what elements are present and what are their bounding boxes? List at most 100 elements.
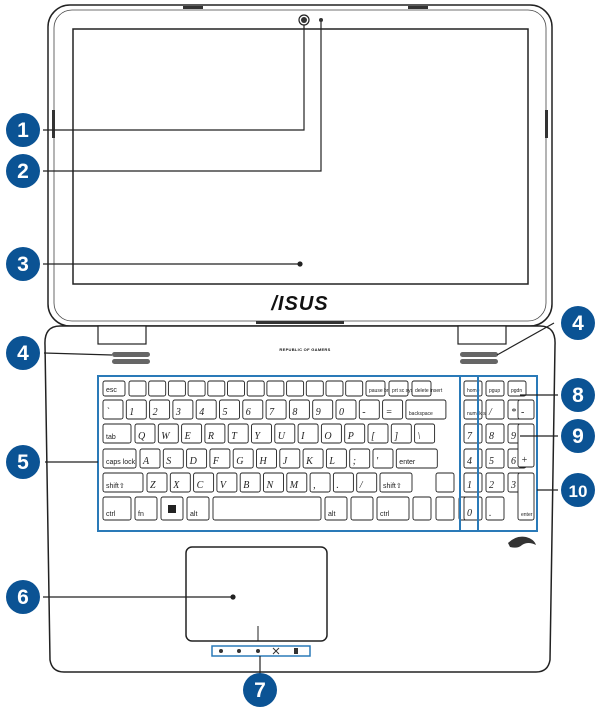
- key-esc[interactable]: esc: [102, 380, 126, 397]
- key-8[interactable]: 8: [288, 399, 310, 420]
- key-q[interactable]: Q: [134, 423, 156, 444]
- key-num-7-label: 7: [467, 431, 473, 442]
- key-prtsc[interactable]: prt sc sysrq: [388, 380, 418, 397]
- key-num-7[interactable]: 7: [463, 423, 483, 444]
- key-num-5[interactable]: 5: [485, 448, 505, 469]
- key-arrow-left[interactable]: [412, 496, 432, 521]
- key-d[interactable]: D: [186, 448, 208, 469]
- key-p[interactable]: P: [344, 423, 366, 444]
- key-z[interactable]: Z: [146, 472, 168, 493]
- key-shift-left[interactable]: shift⇧: [102, 472, 144, 493]
- key-caps-lock[interactable]: caps lock: [102, 448, 137, 469]
- key-f5[interactable]: [207, 380, 226, 397]
- key-2[interactable]: 2: [149, 399, 171, 420]
- key-num-2[interactable]: 2: [485, 472, 505, 493]
- key-y[interactable]: Y: [251, 423, 272, 444]
- key-1[interactable]: 1: [125, 399, 147, 420]
- key-ctrl-left-label: ctrl: [106, 511, 116, 518]
- key-num-minus[interactable]: -: [517, 399, 535, 420]
- key-n[interactable]: N: [263, 472, 284, 493]
- key-pause[interactable]: pause break: [365, 380, 397, 397]
- key-f11[interactable]: [325, 380, 344, 397]
- key-punct8[interactable]: .: [332, 472, 354, 493]
- key-f12[interactable]: [345, 380, 364, 397]
- key-s[interactable]: S: [162, 448, 184, 469]
- key-l[interactable]: L: [325, 448, 347, 469]
- key-i[interactable]: I: [297, 423, 319, 444]
- hinge-right: [457, 325, 507, 345]
- key-o[interactable]: O: [320, 423, 342, 444]
- key-f9[interactable]: [286, 380, 305, 397]
- key-home-label: home: [467, 388, 480, 394]
- key-6[interactable]: 6: [242, 399, 264, 420]
- key-a[interactable]: A: [139, 448, 161, 469]
- key-arrow-up[interactable]: [435, 472, 455, 493]
- key-7[interactable]: 7: [265, 399, 287, 420]
- key-5[interactable]: 5: [219, 399, 240, 420]
- key-f8[interactable]: [266, 380, 285, 397]
- key-pgup[interactable]: pgup: [485, 380, 505, 397]
- key-alt-right[interactable]: alt: [324, 496, 348, 521]
- key-t[interactable]: T: [227, 423, 249, 444]
- key-tab[interactable]: tab: [102, 423, 132, 444]
- key-num-slash[interactable]: /: [485, 399, 505, 420]
- key-num-8[interactable]: 8: [485, 423, 505, 444]
- key-4[interactable]: 4: [195, 399, 217, 420]
- key-f3[interactable]: [167, 380, 186, 397]
- key-punct10[interactable]: ': [372, 448, 394, 469]
- key-num-0[interactable]: 0: [463, 496, 483, 521]
- key-ctrl-right[interactable]: ctrl: [376, 496, 410, 521]
- key-home[interactable]: home: [463, 380, 483, 397]
- key-w[interactable]: W: [157, 423, 179, 444]
- key-num-enter[interactable]: enter: [517, 472, 535, 521]
- key-space[interactable]: [212, 496, 322, 521]
- key-3[interactable]: 3: [172, 399, 194, 420]
- key-punct7[interactable]: ,: [309, 472, 331, 493]
- key-num-4[interactable]: 4: [463, 448, 483, 469]
- key-pgdn[interactable]: pgdn: [507, 380, 527, 397]
- key-backspace[interactable]: backspace: [405, 399, 447, 420]
- key-f10[interactable]: [305, 380, 324, 397]
- key-punct9[interactable]: /: [356, 472, 378, 493]
- key-num-1[interactable]: 1: [463, 472, 483, 493]
- key-9[interactable]: 9: [312, 399, 334, 420]
- key-b[interactable]: B: [239, 472, 261, 493]
- key-10[interactable]: 0: [335, 399, 357, 420]
- key-g[interactable]: G: [232, 448, 254, 469]
- key-menu[interactable]: [350, 496, 374, 521]
- key-shift-right[interactable]: shift⇧: [379, 472, 413, 493]
- key-fn[interactable]: fn: [134, 496, 158, 521]
- key-f7[interactable]: [246, 380, 265, 397]
- key-h[interactable]: H: [256, 448, 277, 469]
- key-punct9-label: ;: [353, 456, 356, 467]
- key-f2[interactable]: [148, 380, 167, 397]
- key-f4[interactable]: [187, 380, 206, 397]
- key-v[interactable]: V: [216, 472, 238, 493]
- key-11[interactable]: -: [358, 399, 380, 420]
- key-k[interactable]: K: [302, 448, 324, 469]
- key-alt-left[interactable]: alt: [186, 496, 210, 521]
- key-bracket12[interactable]: \: [414, 423, 436, 444]
- key-f1[interactable]: [128, 380, 147, 397]
- key-enter[interactable]: enter: [395, 448, 438, 469]
- touchpad[interactable]: [185, 546, 328, 642]
- key-e[interactable]: E: [181, 423, 203, 444]
- key-punct9[interactable]: ;: [349, 448, 371, 469]
- key-arrow-down[interactable]: [435, 496, 455, 521]
- key-num-dot[interactable]: .: [485, 496, 505, 521]
- key-num-plus[interactable]: +: [517, 423, 535, 468]
- key-f6[interactable]: [227, 380, 245, 397]
- key-r[interactable]: R: [204, 423, 226, 444]
- key-bracket10[interactable]: [: [367, 423, 389, 444]
- key-ctrl-left[interactable]: ctrl: [102, 496, 132, 521]
- key-x[interactable]: X: [169, 472, 191, 493]
- key-backtick[interactable]: `: [102, 399, 124, 420]
- key-j[interactable]: J: [279, 448, 301, 469]
- key-m[interactable]: M: [286, 472, 308, 493]
- key-bracket11[interactable]: ]: [390, 423, 412, 444]
- key-12[interactable]: =: [382, 399, 404, 420]
- key-c[interactable]: C: [193, 472, 215, 493]
- key-delete[interactable]: delete insert: [411, 380, 443, 397]
- key-f[interactable]: F: [209, 448, 231, 469]
- key-u[interactable]: U: [274, 423, 296, 444]
